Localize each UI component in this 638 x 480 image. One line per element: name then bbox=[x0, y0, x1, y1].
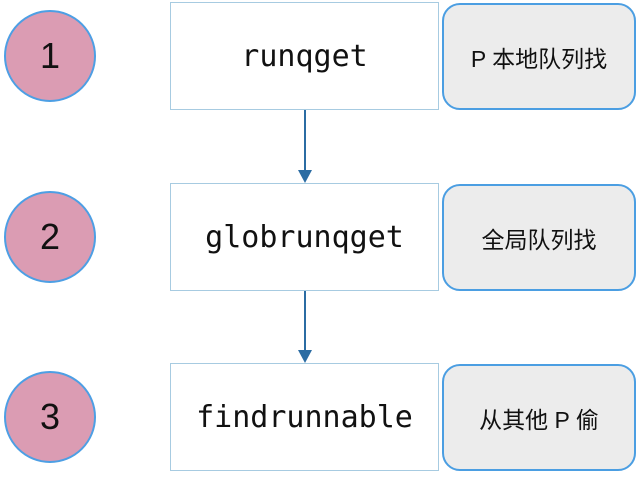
step-number: 3 bbox=[39, 396, 61, 437]
note-node: P 本地队列找 bbox=[442, 3, 636, 110]
arrow-down-icon bbox=[298, 291, 312, 363]
note-node: 全局队列找 bbox=[442, 184, 636, 291]
function-name: findrunnable bbox=[196, 399, 413, 435]
function-name: runqget bbox=[241, 38, 368, 74]
function-node: findrunnable bbox=[170, 363, 439, 471]
diagram-step-row: 3 findrunnable 从其他 P 偷 bbox=[0, 363, 638, 471]
diagram-step-row: 1 runqget P 本地队列找 bbox=[0, 2, 638, 110]
note-text: 从其他 P 偷 bbox=[479, 406, 599, 433]
step-number-badge: 3 bbox=[4, 371, 96, 463]
step-number-badge: 2 bbox=[4, 191, 96, 283]
function-node: globrunqget bbox=[170, 183, 439, 291]
arrow-down-icon bbox=[298, 110, 312, 183]
step-number: 1 bbox=[39, 35, 61, 76]
note-text: P 本地队列找 bbox=[470, 45, 608, 72]
step-number: 2 bbox=[39, 216, 61, 257]
note-node: 从其他 P 偷 bbox=[442, 364, 636, 471]
step-number-badge: 1 bbox=[4, 10, 96, 102]
function-node: runqget bbox=[170, 2, 439, 110]
function-name: globrunqget bbox=[205, 219, 404, 255]
diagram-step-row: 2 globrunqget 全局队列找 bbox=[0, 183, 638, 291]
note-text: 全局队列找 bbox=[481, 226, 597, 253]
